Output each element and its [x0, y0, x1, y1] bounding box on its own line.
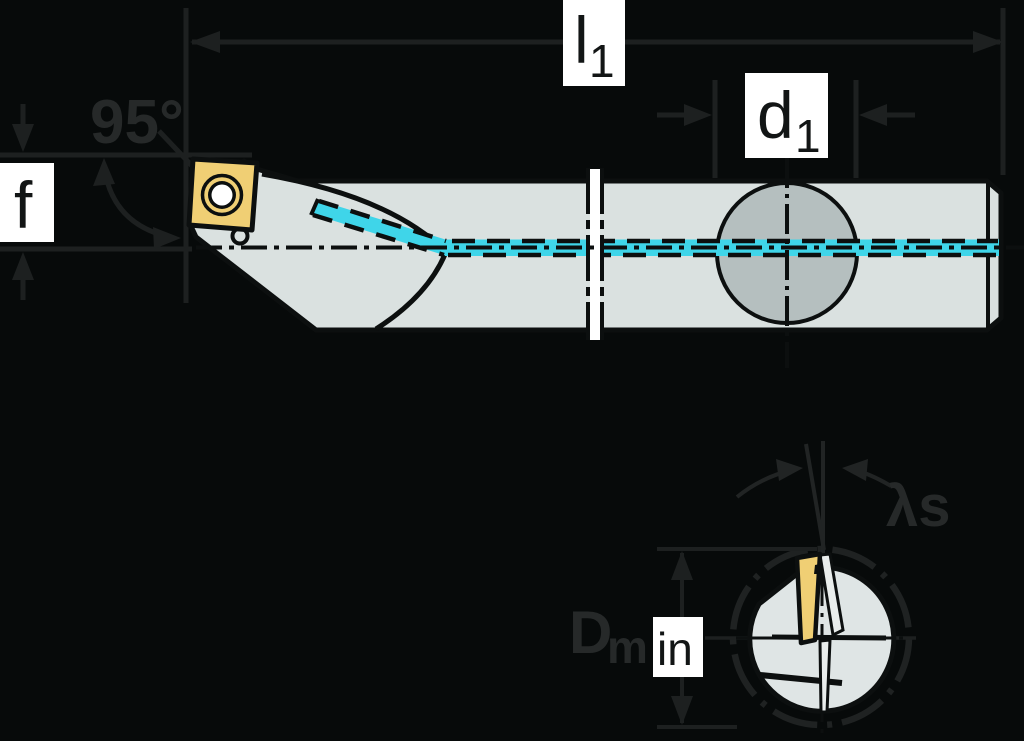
dmin-label-sub-m: m	[607, 621, 648, 673]
l1-label-subscript: 1	[589, 35, 615, 87]
dimension-d1	[657, 80, 915, 178]
insert-assembly	[186, 156, 260, 246]
d1-label-box	[745, 73, 828, 158]
dmin-arrowhead-bottom	[671, 696, 693, 725]
insert-plane-tilted-line	[804, 443, 826, 551]
label-dmin: D m in	[569, 599, 703, 677]
f-label-text: f	[14, 168, 33, 242]
dimension-95-angle	[93, 129, 196, 249]
lambda-arrowhead-left	[776, 459, 803, 481]
flute-lower-curve	[374, 251, 449, 332]
l1-arrowhead-left	[190, 31, 220, 53]
d1-arrowhead-left	[684, 104, 712, 126]
d1-arrowhead-right	[859, 104, 887, 126]
l1-arrowhead-right	[973, 31, 1003, 53]
insert-edge-notch	[814, 564, 820, 574]
lambda-arrowhead-right	[842, 459, 868, 481]
label-l1: l 1	[563, 0, 625, 87]
d1-label-text: d	[757, 78, 794, 152]
dmin-arrowhead-top	[671, 551, 693, 580]
lower-blade-edge	[818, 638, 832, 714]
clamp-screw-hole	[200, 173, 244, 217]
channel-upper-dashed	[318, 198, 447, 244]
f-arrowhead-bottom	[12, 252, 34, 280]
l1-label-text: l	[574, 3, 589, 77]
label-d1: d 1	[745, 73, 828, 162]
break-lines	[586, 168, 604, 340]
label-f: f	[0, 163, 54, 242]
insert-seat-edge	[818, 552, 845, 638]
side-view-bar	[187, 158, 1024, 368]
cutting-edge-extension-line	[157, 129, 196, 170]
pocket-seat-line	[771, 634, 887, 641]
coolant-channel	[309, 198, 999, 258]
dimension-f	[0, 104, 252, 300]
d1-label-subscript: 1	[795, 110, 821, 162]
angle-arrowhead-up	[93, 158, 115, 186]
l1-label-box	[563, 0, 625, 86]
channel-outlet-edge	[309, 198, 320, 216]
dmin-label-sub-in: in	[657, 623, 693, 675]
lambda-s-label: λs	[886, 474, 951, 539]
dimension-lambda-s	[735, 443, 893, 551]
entering-angle-label: 95°	[90, 88, 184, 157]
dimension-lines-side-view	[0, 8, 1006, 303]
angle-arrowhead-right	[153, 227, 181, 249]
dmin-label-base: D	[569, 599, 612, 666]
f-label-box	[0, 163, 54, 242]
f-arrowhead-top	[12, 124, 34, 152]
end-view	[657, 441, 916, 738]
dmin-label-box	[653, 617, 703, 677]
labels: l 1 d 1 f 95° λs D m in	[0, 0, 951, 677]
insert-edge-on	[794, 551, 823, 646]
